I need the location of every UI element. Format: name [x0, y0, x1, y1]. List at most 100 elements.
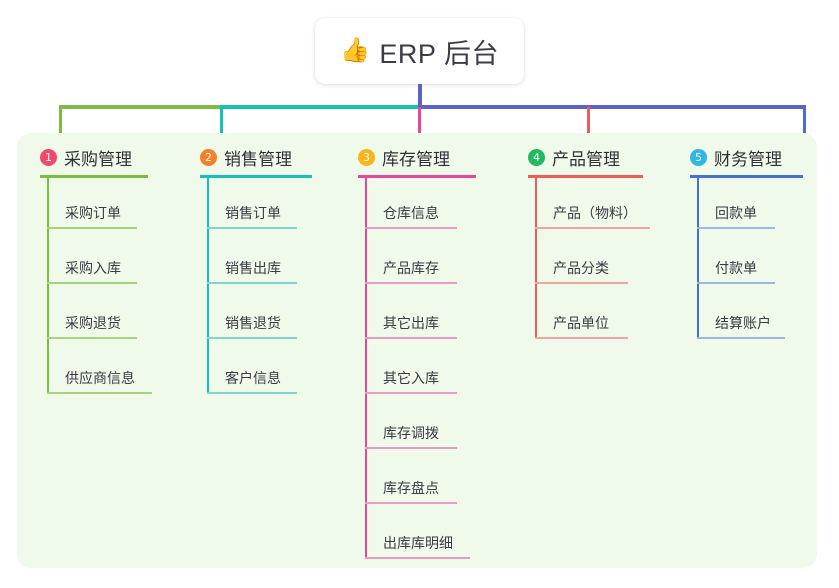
menu-item-rule — [365, 337, 457, 339]
menu-item-label: 产品（物料） — [553, 205, 637, 221]
column-spine-5 — [697, 178, 699, 337]
menu-item-rule — [535, 282, 628, 284]
menu-item[interactable]: 销售退货 — [200, 288, 312, 343]
menu-item-rule — [47, 392, 152, 394]
column-items-3: 仓库信息产品库存其它出库其它入库库存调拨库存盘点出库库明细 — [358, 178, 476, 563]
column-badge-5: 5 — [690, 148, 707, 166]
drop-connector-2 — [220, 107, 223, 145]
menu-item-rule — [47, 282, 137, 284]
column-销售管理: 2 销售管理销售订单销售出库销售退货客户信息 — [200, 145, 312, 398]
menu-item[interactable]: 产品（物料） — [528, 178, 650, 233]
column-spine-3 — [365, 178, 367, 557]
menu-item[interactable]: 库存盘点 — [358, 453, 476, 508]
menu-item[interactable]: 采购退货 — [40, 288, 148, 343]
menu-item[interactable]: 其它出库 — [358, 288, 476, 343]
column-badge-4: 4 — [528, 148, 545, 166]
menu-item[interactable]: 仓库信息 — [358, 178, 476, 233]
column-spine-4 — [535, 178, 537, 337]
menu-item-rule — [365, 447, 457, 449]
column-财务管理: 5 财务管理回款单付款单结算账户 — [690, 145, 803, 343]
menu-item-label: 回款单 — [715, 205, 757, 221]
menu-item-label: 产品分类 — [553, 260, 609, 276]
menu-item-label: 客户信息 — [225, 370, 281, 386]
menu-item[interactable]: 客户信息 — [200, 343, 312, 398]
column-title-1: 采购管理 — [64, 149, 132, 169]
root-title: 👍 ERP 后台 — [340, 32, 499, 71]
menu-item-rule — [207, 337, 297, 339]
thumbs-up-icon: 👍 — [340, 37, 371, 64]
menu-item-rule — [47, 337, 137, 339]
menu-item-label: 销售出库 — [225, 260, 281, 276]
menu-item-label: 库存调拨 — [383, 425, 439, 441]
menu-item[interactable]: 采购订单 — [40, 178, 148, 233]
menu-item[interactable]: 产品库存 — [358, 233, 476, 288]
menu-item-label: 采购入库 — [65, 260, 121, 276]
menu-item-rule — [47, 227, 137, 229]
menu-item-rule — [697, 337, 785, 339]
menu-item-label: 其它入库 — [383, 370, 439, 386]
column-badge-1: 1 — [40, 148, 57, 166]
column-badge-3: 3 — [358, 148, 375, 166]
column-header-2[interactable]: 2 销售管理 — [200, 145, 312, 169]
column-badge-2: 2 — [200, 148, 217, 166]
bus-segment-blue — [418, 105, 806, 109]
menu-item-label: 销售退货 — [225, 315, 281, 331]
column-rule-1 — [40, 175, 148, 178]
menu-item[interactable]: 采购入库 — [40, 233, 148, 288]
column-title-4: 产品管理 — [552, 149, 620, 169]
menu-item-label: 仓库信息 — [383, 205, 439, 221]
menu-item[interactable]: 回款单 — [690, 178, 803, 233]
menu-item-label: 库存盘点 — [383, 480, 439, 496]
column-items-4: 产品（物料） 产品分类产品单位 — [528, 178, 650, 343]
column-rule-5 — [690, 175, 803, 178]
menu-item-label: 结算账户 — [715, 315, 771, 331]
menu-item-label: 采购退货 — [65, 315, 121, 331]
column-items-5: 回款单付款单结算账户 — [690, 178, 803, 343]
column-rule-3 — [358, 175, 476, 178]
column-items-2: 销售订单销售出库销售退货客户信息 — [200, 178, 312, 398]
menu-item[interactable]: 产品分类 — [528, 233, 643, 288]
drop-connector-3 — [418, 107, 421, 145]
drop-connector-1 — [59, 107, 62, 145]
menu-item-label: 产品库存 — [383, 260, 439, 276]
menu-item[interactable]: 产品单位 — [528, 288, 643, 343]
bus-segment-teal — [220, 105, 420, 109]
column-rule-2 — [200, 175, 312, 178]
column-title-2: 销售管理 — [224, 149, 292, 169]
menu-item[interactable]: 出库库明细 — [358, 508, 476, 563]
menu-item-rule — [697, 282, 775, 284]
column-产品管理: 4 产品管理产品（物料） 产品分类产品单位 — [528, 145, 650, 343]
menu-item-label: 产品单位 — [553, 315, 609, 331]
menu-item[interactable]: 付款单 — [690, 233, 803, 288]
menu-item-label: 采购订单 — [65, 205, 121, 221]
drop-connector-5 — [803, 107, 806, 145]
drop-connector-4 — [587, 107, 590, 145]
menu-item-label: 销售订单 — [225, 205, 281, 221]
menu-item-rule — [207, 227, 297, 229]
menu-item[interactable]: 库存调拨 — [358, 398, 476, 453]
column-spine-1 — [47, 178, 49, 392]
root-title-text: ERP 后台 — [379, 38, 499, 69]
menu-item[interactable]: 销售出库 — [200, 233, 312, 288]
root-node[interactable]: 👍 ERP 后台 — [315, 18, 524, 84]
bus-segment-green — [59, 105, 222, 109]
menu-item[interactable]: 其它入库 — [358, 343, 476, 398]
menu-item-rule — [365, 557, 470, 559]
root-stem-connector — [418, 84, 422, 107]
menu-item-rule — [365, 282, 457, 284]
column-header-5[interactable]: 5 财务管理 — [690, 145, 803, 169]
menu-item[interactable]: 销售订单 — [200, 178, 312, 233]
column-items-1: 采购订单采购入库采购退货供应商信息 — [40, 178, 152, 398]
column-rule-4 — [528, 175, 643, 178]
menu-item-label: 其它出库 — [383, 315, 439, 331]
menu-item[interactable]: 供应商信息 — [40, 343, 152, 398]
column-header-4[interactable]: 4 产品管理 — [528, 145, 643, 169]
menu-item[interactable]: 结算账户 — [690, 288, 803, 343]
column-title-5: 财务管理 — [714, 149, 782, 169]
column-采购管理: 1 采购管理采购订单采购入库采购退货供应商信息 — [40, 145, 152, 398]
menu-item-label: 供应商信息 — [65, 370, 135, 386]
column-header-1[interactable]: 1 采购管理 — [40, 145, 148, 169]
